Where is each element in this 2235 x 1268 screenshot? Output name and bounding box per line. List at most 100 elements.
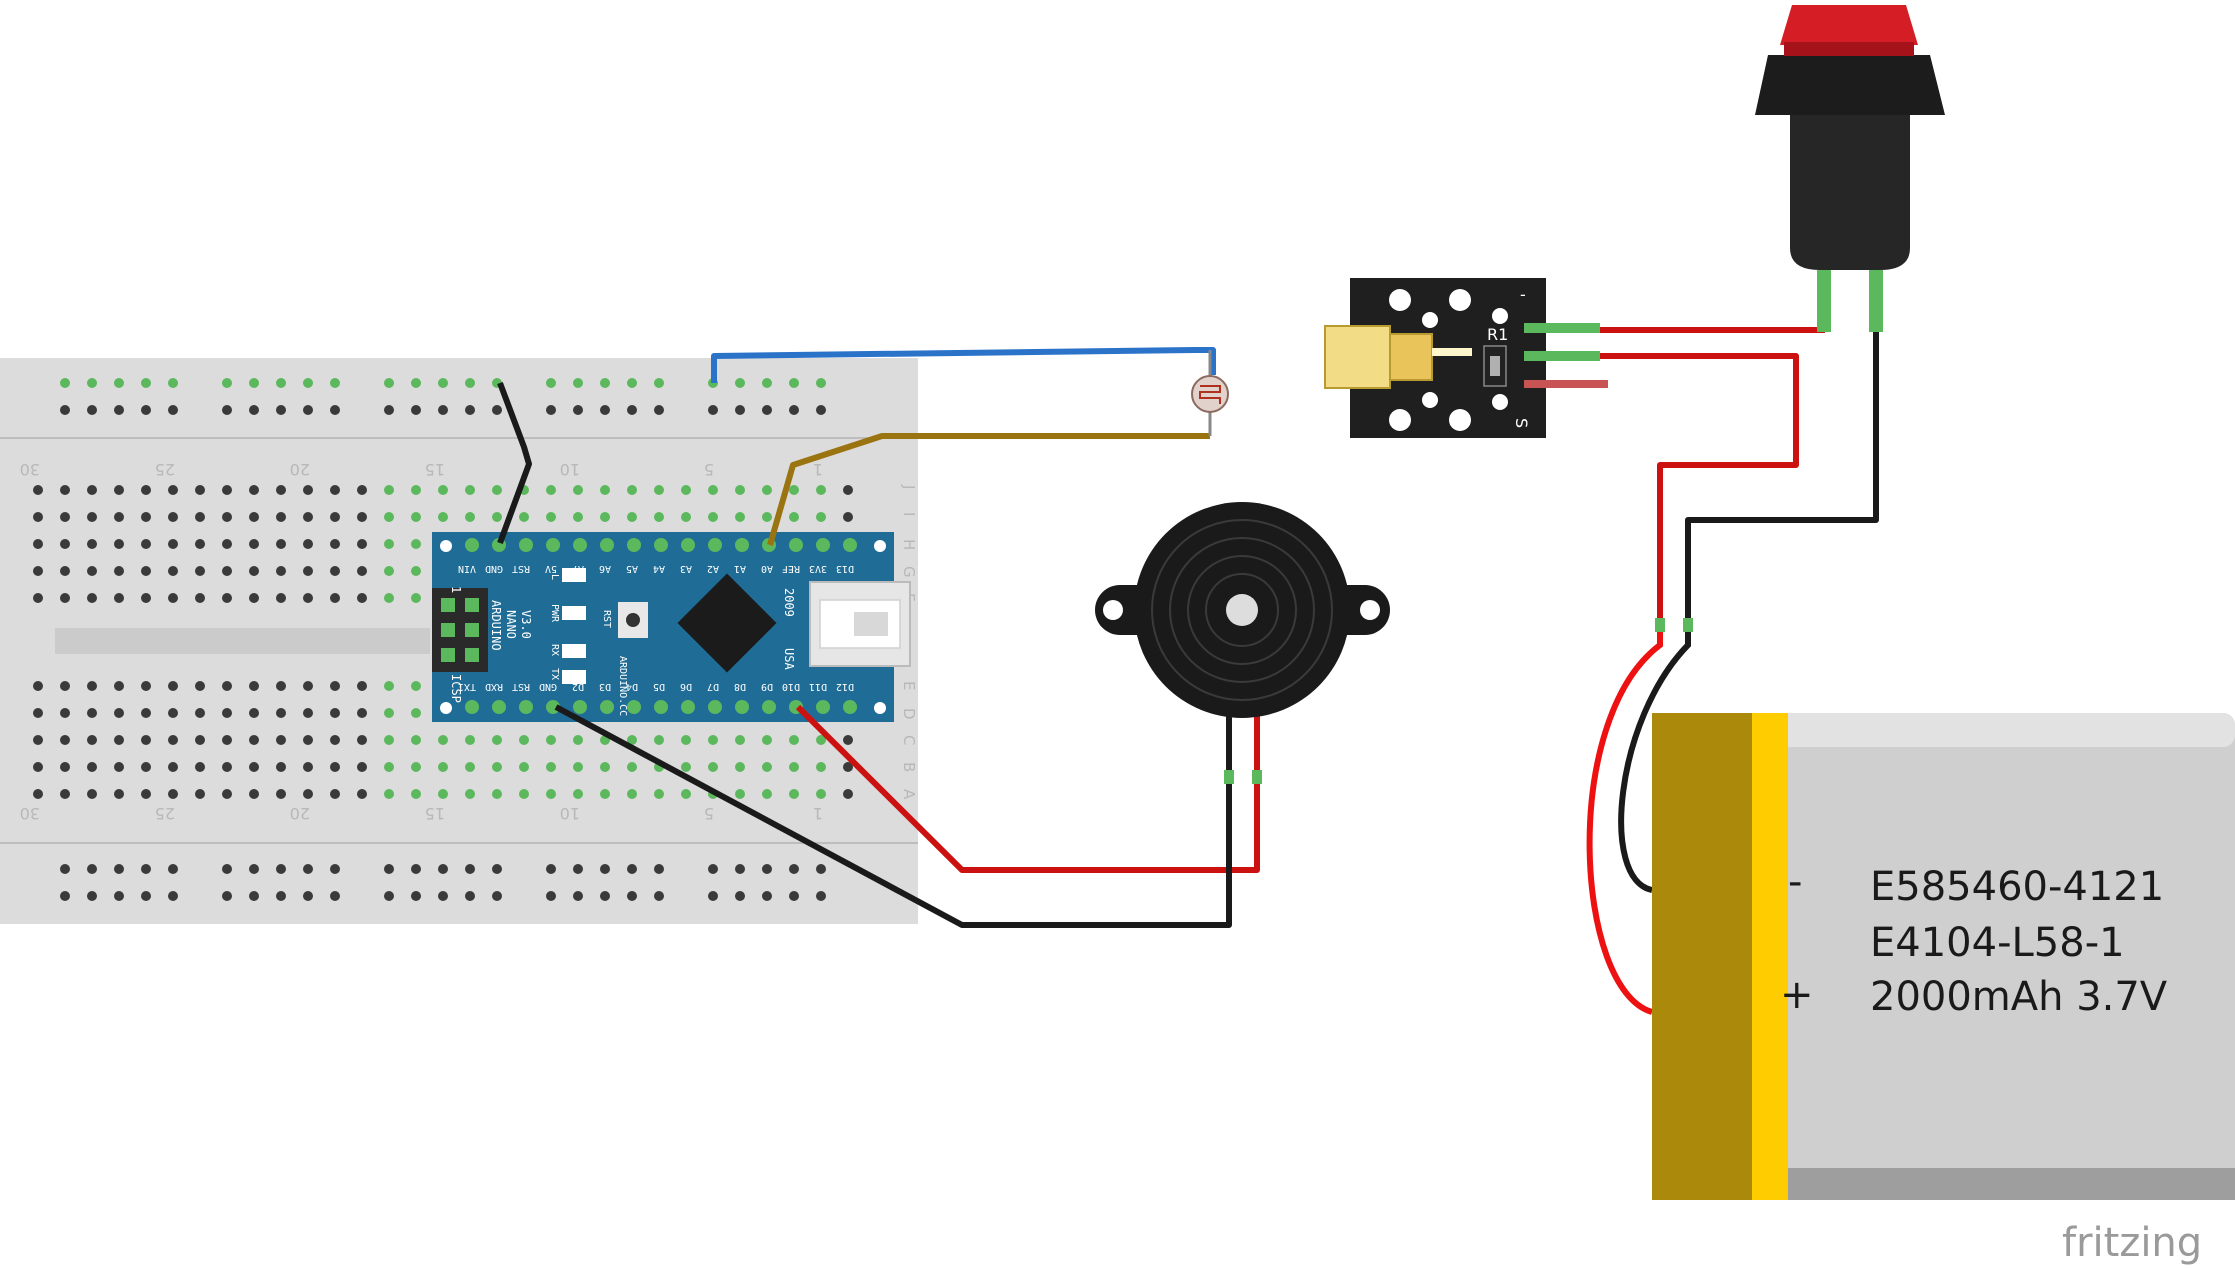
breadboard-hole (411, 512, 421, 522)
breadboard-hole (33, 735, 43, 745)
breadboard-hole (708, 485, 718, 495)
breadboard-hole (384, 708, 394, 718)
buzzer-ring (1169, 537, 1315, 683)
rail-hole (465, 864, 475, 874)
mcu-chip (677, 573, 777, 673)
rail-hole (789, 378, 799, 388)
nano-pin-label: D9 (761, 681, 773, 692)
breadboard-hole (249, 593, 259, 603)
led-tx-label: TX (549, 668, 560, 680)
row-letter: H (900, 539, 918, 550)
breadboard-hole (411, 681, 421, 691)
col-number: 1 (813, 460, 823, 479)
wire-black-switch-battery (1685, 330, 1879, 625)
rail-hole (168, 864, 178, 874)
rail-hole (438, 864, 448, 874)
breadboard-hole (384, 512, 394, 522)
nano-pin (465, 538, 479, 552)
breadboard-hole (789, 762, 799, 772)
rail-hole (492, 864, 502, 874)
wire-end (1252, 770, 1262, 784)
breadboard-hole (492, 735, 502, 745)
breadboard-hole (114, 512, 124, 522)
nano-pin (519, 538, 533, 552)
rail-hole (60, 891, 70, 901)
switch-cap[interactable] (1780, 5, 1918, 45)
pcb-hole (1422, 392, 1438, 408)
breadboard-hole (303, 539, 313, 549)
rail-hole (249, 864, 259, 874)
breadboard-hole (411, 708, 421, 718)
nano-pin (762, 700, 776, 714)
rail-hole (303, 891, 313, 901)
icsp-pin (465, 598, 479, 612)
laser-pin-vcc (1524, 351, 1600, 361)
arduino-nano[interactable]: D13D123V3D11REFD10A0D9A1D8A2D7A3D6A4D5A5… (432, 532, 911, 722)
rail-hole (141, 864, 151, 874)
breadboard-hole (276, 708, 286, 718)
breadboard-hole (843, 485, 853, 495)
breadboard-hole (330, 485, 340, 495)
rail-hole (168, 405, 178, 415)
breadboard-hole (573, 735, 583, 745)
breadboard-hole (384, 681, 394, 691)
r1-label: R1 (1487, 325, 1508, 344)
breadboard-hole (114, 593, 124, 603)
nano-pin-label: D6 (680, 681, 692, 692)
laser-pin-minus (1524, 323, 1600, 333)
rail-hole (600, 891, 610, 901)
mount-hole (874, 702, 886, 714)
rail-hole (573, 864, 583, 874)
push-button-switch[interactable] (1755, 5, 1945, 332)
breadboard-hole (681, 789, 691, 799)
breadboard-hole (303, 566, 313, 576)
breadboard-hole (276, 681, 286, 691)
rail-hole (87, 405, 97, 415)
nano-pin (600, 538, 614, 552)
breadboard-hole (762, 762, 772, 772)
buzzer-mount-hole (1103, 600, 1123, 620)
nano-pin (708, 700, 722, 714)
breadboard-hole (330, 593, 340, 603)
rail-hole (438, 378, 448, 388)
breadboard-hole (168, 539, 178, 549)
breadboard-hole (465, 512, 475, 522)
breadboard-hole (762, 512, 772, 522)
pcb-hole (1449, 409, 1471, 431)
breadboard-hole (627, 735, 637, 745)
breadboard-hole (33, 762, 43, 772)
nano-pin (519, 700, 533, 714)
pcb-hole (1492, 308, 1508, 324)
col-number: 5 (704, 460, 714, 479)
breadboard-hole (33, 566, 43, 576)
nano-country: USA (782, 648, 796, 670)
nano-pin-label: D10 (782, 681, 800, 692)
breadboard-hole (141, 566, 151, 576)
breadboard-hole (762, 789, 772, 799)
minus-pin-label: - (1520, 285, 1526, 304)
rail-hole (114, 405, 124, 415)
rail-hole (735, 864, 745, 874)
switch-pin (1817, 270, 1831, 332)
wire-red-laser-battery (1600, 353, 1799, 625)
breadboard-hole (87, 789, 97, 799)
rail-hole (546, 378, 556, 388)
nano-pin (465, 700, 479, 714)
breadboard-hole (384, 593, 394, 603)
icsp-pin (465, 623, 479, 637)
rail-hole (276, 891, 286, 901)
breadboard-hole (195, 762, 205, 772)
breadboard-hole (600, 485, 610, 495)
usb-tongue (854, 612, 888, 636)
breadboard-hole (222, 539, 232, 549)
breadboard-hole (276, 593, 286, 603)
wires (497, 327, 1879, 1015)
breadboard-hole (168, 735, 178, 745)
breadboard-hole (681, 762, 691, 772)
led-tx (562, 670, 586, 684)
center-channel (55, 628, 430, 654)
buzzer-ring (1151, 519, 1333, 701)
nano-pin-label: A3 (680, 563, 692, 574)
rail-hole (708, 405, 718, 415)
